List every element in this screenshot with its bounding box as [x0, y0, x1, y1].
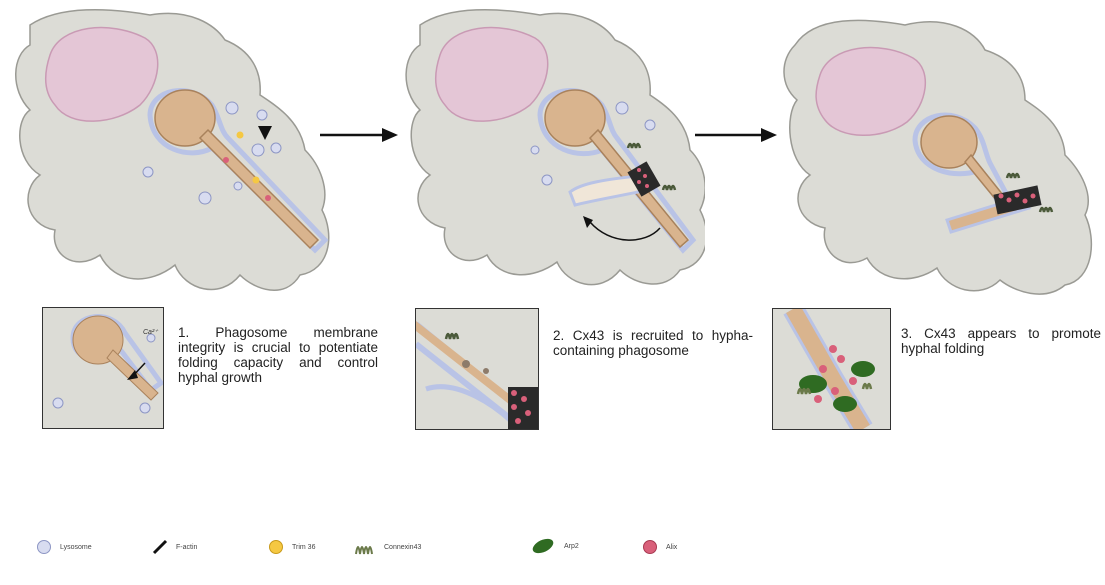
legend-label: Connexin43	[384, 544, 421, 551]
inset-2	[415, 308, 539, 430]
lysosome	[542, 175, 552, 185]
legend-arp2: Arp2	[530, 536, 579, 556]
connexin-cluster	[508, 387, 538, 429]
alix-marker	[265, 195, 271, 201]
step-3-text: 3. Cx43 appears to promote hyphal foldin…	[901, 326, 1101, 356]
lysosome	[143, 167, 153, 177]
legend-label: Arp2	[564, 543, 579, 550]
lysosome	[226, 102, 238, 114]
legend-label: Trim 36	[292, 544, 315, 551]
panel-2-cell	[395, 0, 705, 305]
lysosome	[616, 102, 628, 114]
arrow-1	[320, 125, 400, 145]
lysosome	[531, 146, 539, 154]
lysosome	[252, 144, 264, 156]
legend-label: F-actin	[176, 544, 197, 551]
arp2-icon	[530, 536, 556, 556]
alix-marker	[223, 157, 229, 163]
step-2-text: 2. Cx43 is recruited to hypha-containing…	[553, 328, 753, 358]
lysosome	[257, 110, 267, 120]
legend-f-actin: F-actin	[152, 539, 197, 555]
lysosome-icon	[36, 539, 52, 555]
step-1-text: 1. Phagosome membrane integrity is cruci…	[178, 325, 378, 385]
lysosome	[199, 192, 211, 204]
trim36-marker	[253, 177, 260, 184]
panel-1-cell	[0, 0, 340, 305]
legend-label: Lysosome	[60, 544, 92, 551]
legend-label: Alix	[666, 544, 677, 551]
lysosome	[645, 120, 655, 130]
connexin43-icon	[354, 536, 376, 558]
alix-icon	[642, 539, 658, 555]
inset-3	[772, 308, 891, 430]
f-actin-icon	[152, 539, 168, 555]
lysosome	[271, 143, 281, 153]
panel-3-cell	[775, 0, 1105, 305]
lysosome	[234, 182, 242, 190]
legend-connexin43: Connexin43	[354, 536, 421, 558]
legend-alix: Alix	[642, 539, 677, 555]
calcium-label: Ca²⁺	[143, 328, 158, 336]
inset-1: Ca²⁺	[42, 307, 164, 429]
arrow-2	[695, 125, 780, 145]
legend-trim36: Trim 36	[268, 539, 315, 555]
trim36-icon	[268, 539, 284, 555]
legend-lysosome: Lysosome	[36, 539, 92, 555]
trim36-marker	[237, 132, 244, 139]
